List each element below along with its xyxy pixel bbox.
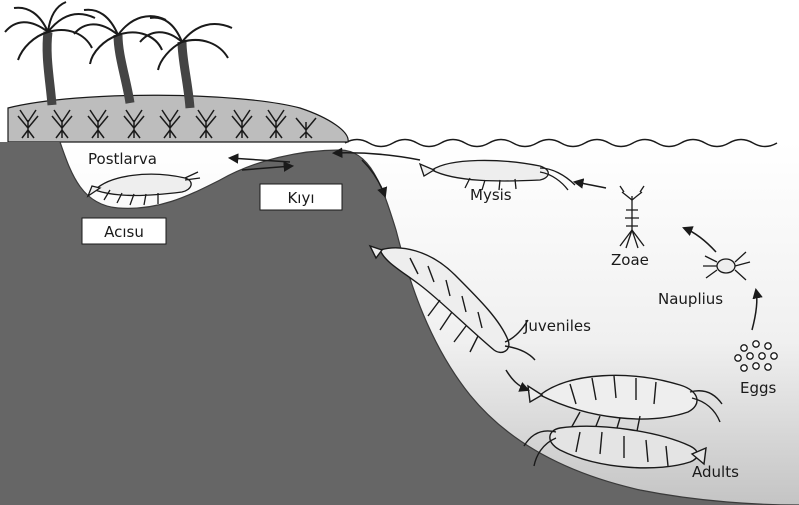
egg-icon (741, 365, 747, 371)
eggs-label: Eggs (740, 379, 777, 397)
egg-icon (747, 353, 753, 359)
palm-tree-icon (5, 2, 95, 105)
egg-icon (735, 355, 741, 361)
adults-label: Adults (692, 463, 739, 481)
acisu-label: Acısu (104, 223, 144, 241)
postlarva-label: Postlarva (88, 150, 157, 168)
egg-icon (741, 345, 747, 351)
egg-icon (753, 363, 759, 369)
zoae-label: Zoae (611, 251, 649, 269)
egg-icon (765, 343, 771, 349)
egg-icon (759, 353, 765, 359)
egg-icon (765, 364, 771, 370)
egg-icon (771, 353, 777, 359)
juveniles-label: Juveniles (523, 317, 591, 335)
kiyi-label: Kıyı (287, 189, 314, 207)
label-box-kiyi: Kıyı (260, 184, 342, 210)
egg-icon (753, 341, 759, 347)
palm-tree-icon (74, 10, 166, 103)
mysis-label: Mysis (470, 186, 512, 204)
label-box-acisu: Acısu (82, 218, 166, 244)
nauplius-label: Nauplius (658, 290, 723, 308)
palm-tree-icon (140, 18, 232, 108)
